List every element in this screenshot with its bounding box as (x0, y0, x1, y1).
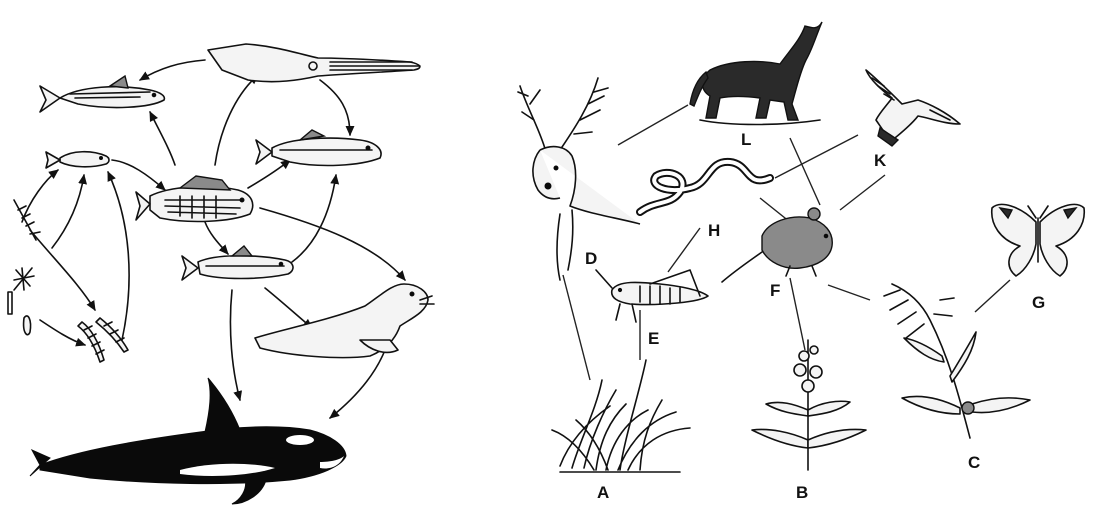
label-B: B (796, 483, 808, 502)
label-G: G (1032, 293, 1045, 312)
label-C: C (968, 453, 980, 472)
perch-icon (136, 176, 253, 221)
deer-icon (518, 78, 640, 280)
herring-icon (182, 246, 293, 280)
snake-icon (640, 162, 770, 212)
label-D: D (585, 249, 597, 268)
small-fish-icon (46, 152, 109, 168)
grasshopper-icon (596, 270, 708, 322)
krill-icon (78, 318, 128, 362)
goldenrod-icon (884, 284, 1030, 438)
label-H: H (708, 221, 720, 240)
marine-arrows (22, 60, 405, 418)
mackerel-icon (40, 76, 164, 112)
plankton-icon (8, 200, 40, 335)
cod-icon (256, 130, 381, 165)
mouse-icon (722, 208, 832, 282)
wolf-icon (690, 22, 822, 125)
label-F: F (770, 281, 780, 300)
butterfly-icon (992, 204, 1085, 276)
label-L: L (741, 130, 751, 149)
label-K: K (874, 151, 887, 170)
squid-icon (208, 44, 420, 82)
seal-icon (255, 284, 434, 358)
marine-food-web (8, 44, 434, 504)
fireweed-icon (752, 340, 866, 470)
label-A: A (597, 483, 609, 502)
hawk-icon (866, 70, 960, 146)
orca-icon (30, 378, 346, 504)
grass-icon (552, 360, 690, 472)
land-food-web: L K D H (518, 22, 1084, 502)
label-E: E (648, 329, 659, 348)
